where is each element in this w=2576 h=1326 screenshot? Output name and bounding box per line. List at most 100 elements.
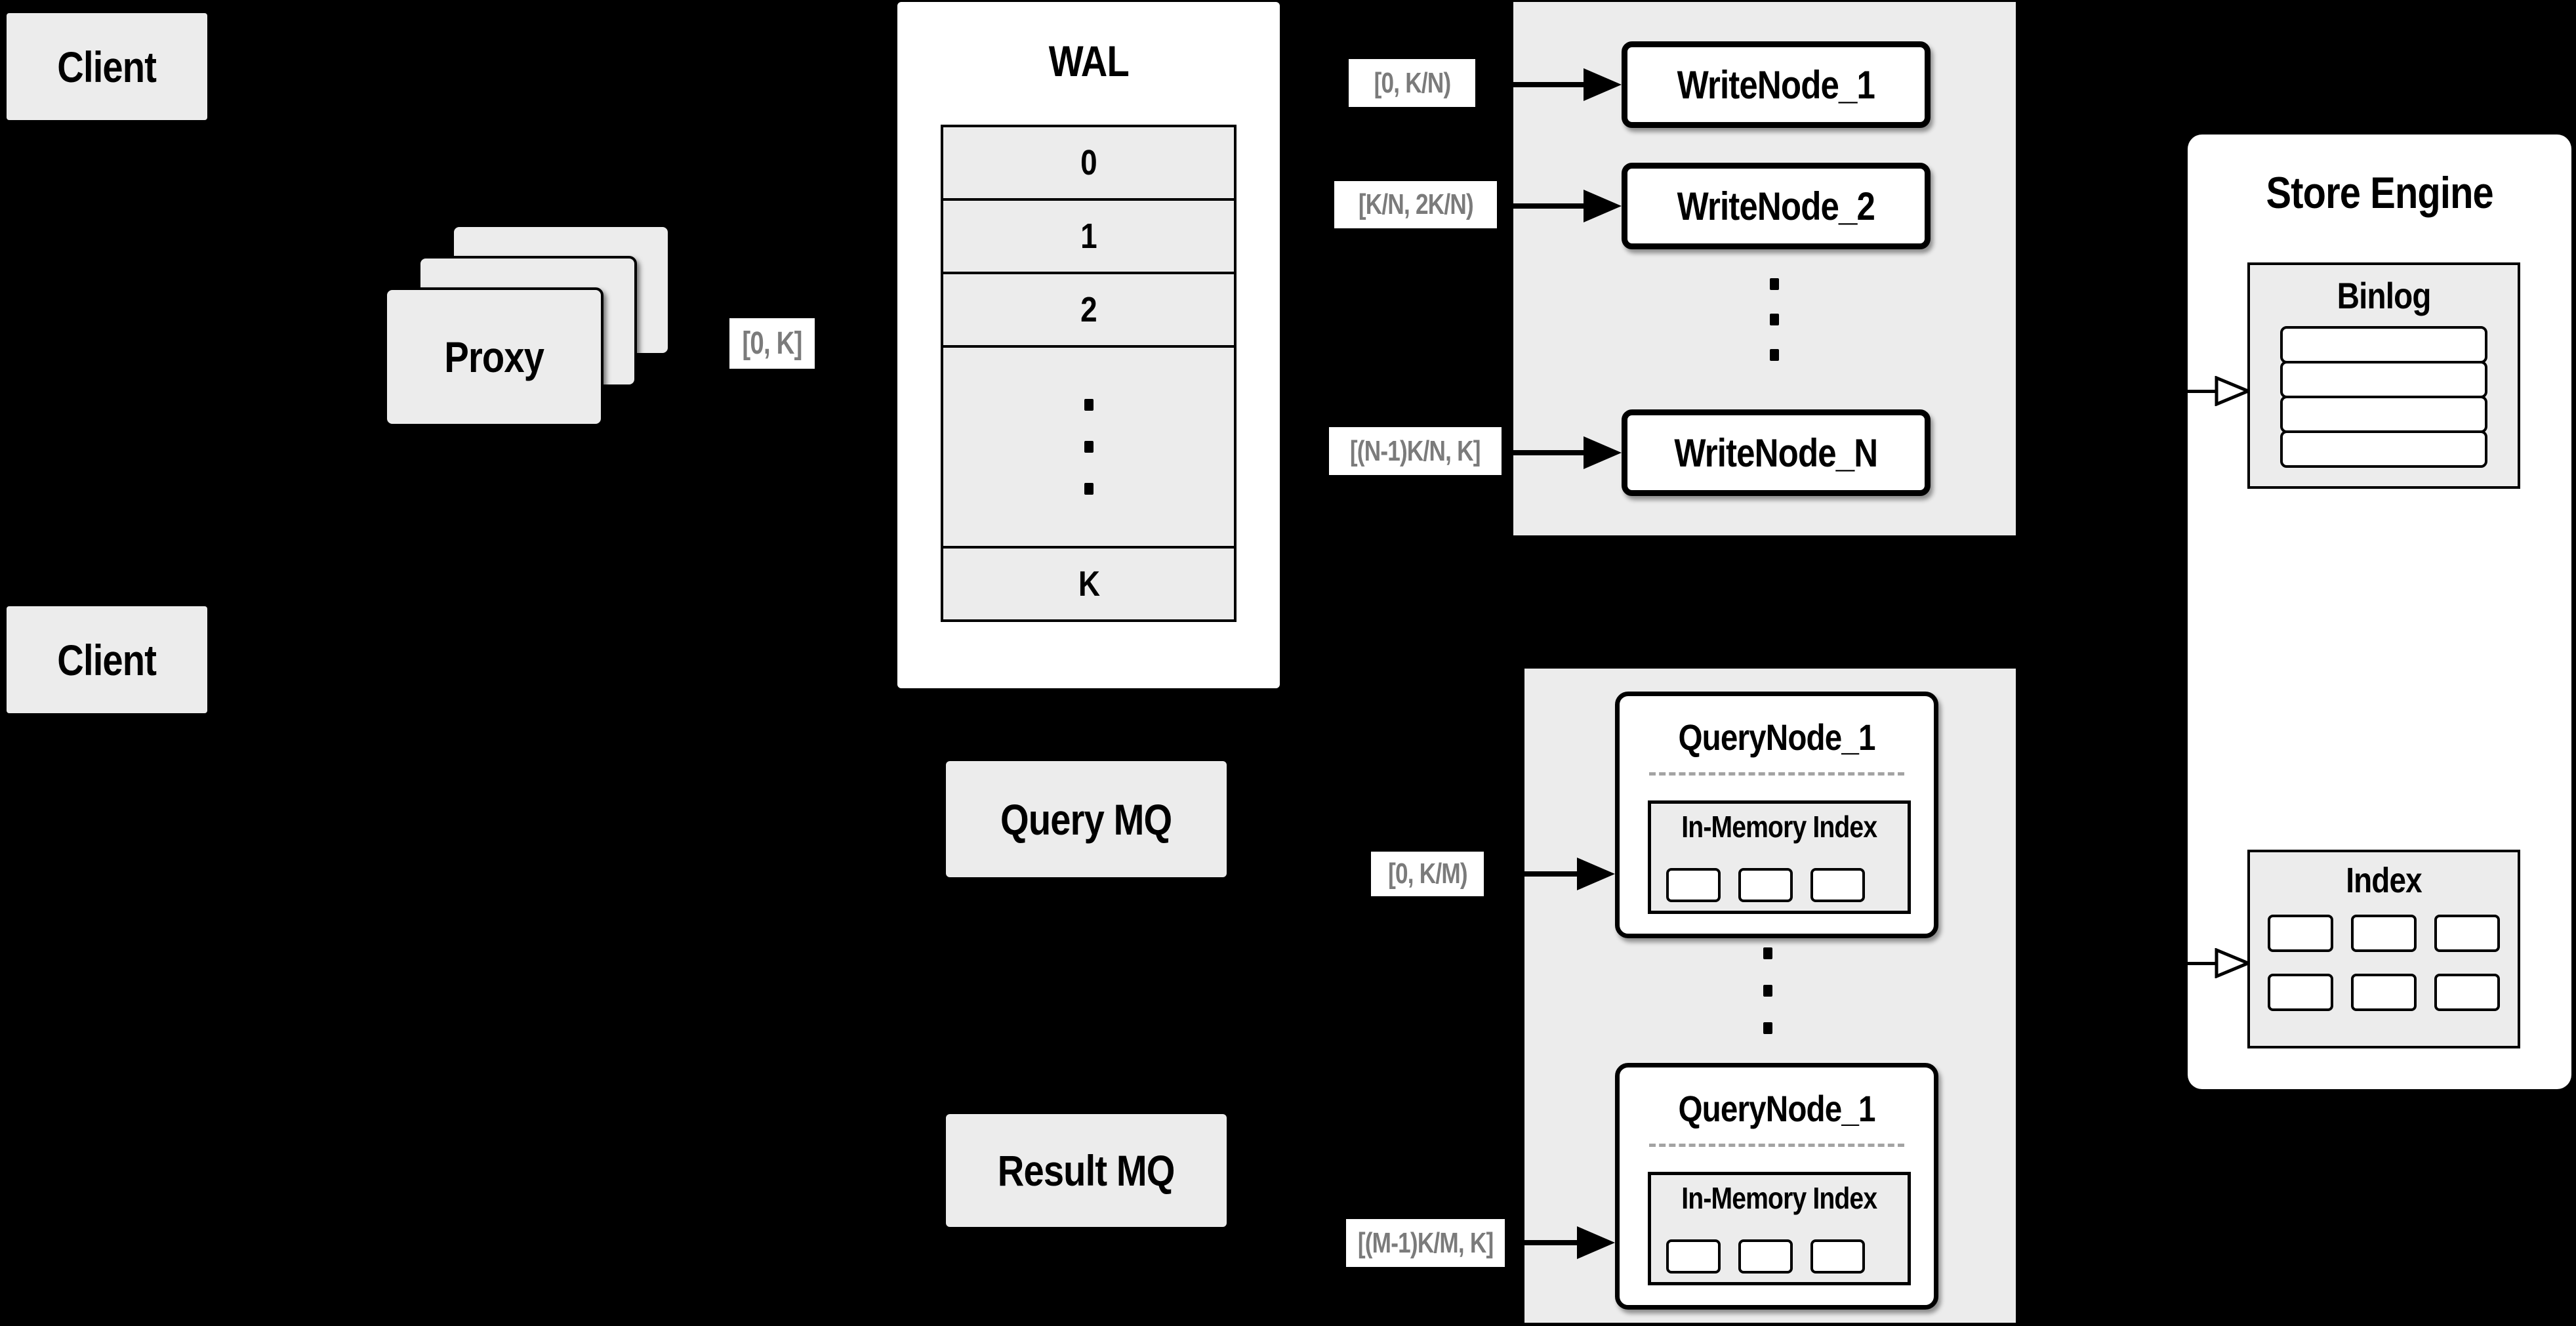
ellipsis-dot [1770,314,1779,325]
range-label-querynode-1: [0, K/M) [1371,852,1484,896]
query-mq-label: Query MQ [1000,795,1172,844]
binlog-rows [2280,326,2487,468]
write-node-2: WriteNode_2 [1622,163,1931,249]
arrow-right-icon [1584,190,1622,222]
wal-slot-label: K [1078,564,1099,604]
range-label-querynode-2: [(M-1)K/M, K] [1346,1219,1505,1267]
range-label-text: [(M-1)K/M, K] [1357,1226,1494,1259]
vertical-ellipsis-icon [1084,399,1094,495]
memory-cell [1738,1239,1793,1274]
ellipsis-dot [1770,278,1779,290]
write-node-label: WriteNode_N [1674,430,1879,475]
ellipsis-dot [1770,349,1779,361]
arrow-line [1501,203,1585,209]
index-cell [2268,915,2333,952]
in-memory-index-title-text: In-Memory Index [1681,810,1878,844]
memory-cell [1738,868,1793,902]
arrow-line [2135,962,2216,965]
client-top-label: Client [57,42,157,91]
arrow-right-icon [1577,1226,1615,1259]
arrow-right-icon [1584,68,1622,101]
arrow-line [1505,450,1585,455]
query-node-label-text: QueryNode_1 [1678,1088,1875,1129]
memory-cell [1666,1239,1721,1274]
client-box-top: Client [7,13,207,120]
write-node-label: WriteNode_2 [1677,184,1875,228]
binlog-title-text: Binlog [2337,275,2432,316]
wal-slot-row: K [941,546,1237,622]
vertical-ellipsis-icon [1763,947,1772,1034]
query-mq-box: Query MQ [946,761,1227,877]
wal-slot-label: 2 [1080,290,1097,329]
wal-title: WAL [897,36,1280,86]
query-node-1: QueryNode_1 In-Memory Index [1615,692,1938,938]
range-label-writenode-2: [K/N, 2K/N) [1334,181,1497,228]
in-memory-index-cells [1666,868,1865,902]
arrow-line [2135,390,2216,393]
index-cell [2351,915,2417,952]
open-arrow-right-icon [2215,375,2253,407]
index-box: Index [2247,850,2520,1048]
ellipsis-dot [1084,399,1094,411]
query-node-label: QueryNode_1 [1620,716,1934,758]
proxy-label: Proxy [444,333,544,381]
index-cell [2434,974,2500,1011]
wal-slot-row: 1 [941,198,1237,274]
index-title: Index [2250,860,2518,901]
store-engine-panel: Store Engine Binlog Index [2188,135,2571,1089]
vertical-ellipsis-icon [1770,278,1779,361]
write-node-n: WriteNode_N [1622,409,1931,496]
arrow-line [1509,1240,1578,1245]
in-memory-index-title: In-Memory Index [1651,809,1908,844]
arrow-line [1479,82,1585,87]
wal-slot-row: 2 [941,272,1237,348]
store-engine-title: Store Engine [2188,167,2571,218]
ellipsis-dot [1084,441,1094,453]
in-memory-index-title: In-Memory Index [1651,1180,1908,1216]
wal-title-text: WAL [1048,37,1129,85]
write-node-label: WriteNode_1 [1677,62,1875,107]
query-node-label: QueryNode_1 [1620,1087,1934,1130]
memory-cell [1810,868,1865,902]
in-memory-index-box: In-Memory Index [1648,1172,1911,1285]
binlog-row [2280,361,2487,398]
result-mq-box: Result MQ [946,1114,1227,1227]
dashed-divider [1649,1144,1904,1147]
dashed-divider [1649,772,1904,776]
proxy-card-front: Proxy [384,287,603,426]
binlog-row [2280,396,2487,433]
wal-slot-row: 0 [941,125,1237,201]
ellipsis-dot [1763,947,1772,959]
range-label-proxy: [0, K] [729,318,815,369]
wal-slot-row-ellipsis [941,345,1237,549]
range-label-text: [K/N, 2K/N) [1358,188,1473,220]
client-bottom-label: Client [57,635,157,684]
arrow-line [1488,871,1578,877]
binlog-row [2280,326,2487,363]
arrow-right-icon [1584,436,1622,469]
wal-slot-table: 0 1 2 K [941,125,1237,622]
binlog-box: Binlog [2247,262,2520,489]
ellipsis-dot [1084,483,1094,495]
wal-slot-label: 1 [1080,217,1097,256]
wal-panel: WAL 0 1 2 K [897,2,1280,688]
binlog-row [2280,430,2487,468]
client-box-bottom: Client [7,606,207,713]
query-node-2: QueryNode_1 In-Memory Index [1615,1063,1938,1310]
index-cell [2268,974,2333,1011]
in-memory-index-box: In-Memory Index [1648,800,1911,914]
range-label-proxy-text: [0, K] [742,326,802,361]
binlog-title: Binlog [2250,274,2518,317]
ellipsis-dot [1763,1022,1772,1034]
query-node-label-text: QueryNode_1 [1678,716,1875,758]
open-arrow-right-icon [2215,947,2253,979]
arrow-right-icon [1577,858,1615,890]
store-engine-title-text: Store Engine [2266,168,2493,218]
memory-cell [1666,868,1721,902]
index-cell [2351,974,2417,1011]
in-memory-index-title-text: In-Memory Index [1681,1181,1878,1215]
range-label-text: [0, K/M) [1387,858,1468,890]
index-grid [2268,915,2500,1011]
wal-slot-label: 0 [1080,143,1097,182]
